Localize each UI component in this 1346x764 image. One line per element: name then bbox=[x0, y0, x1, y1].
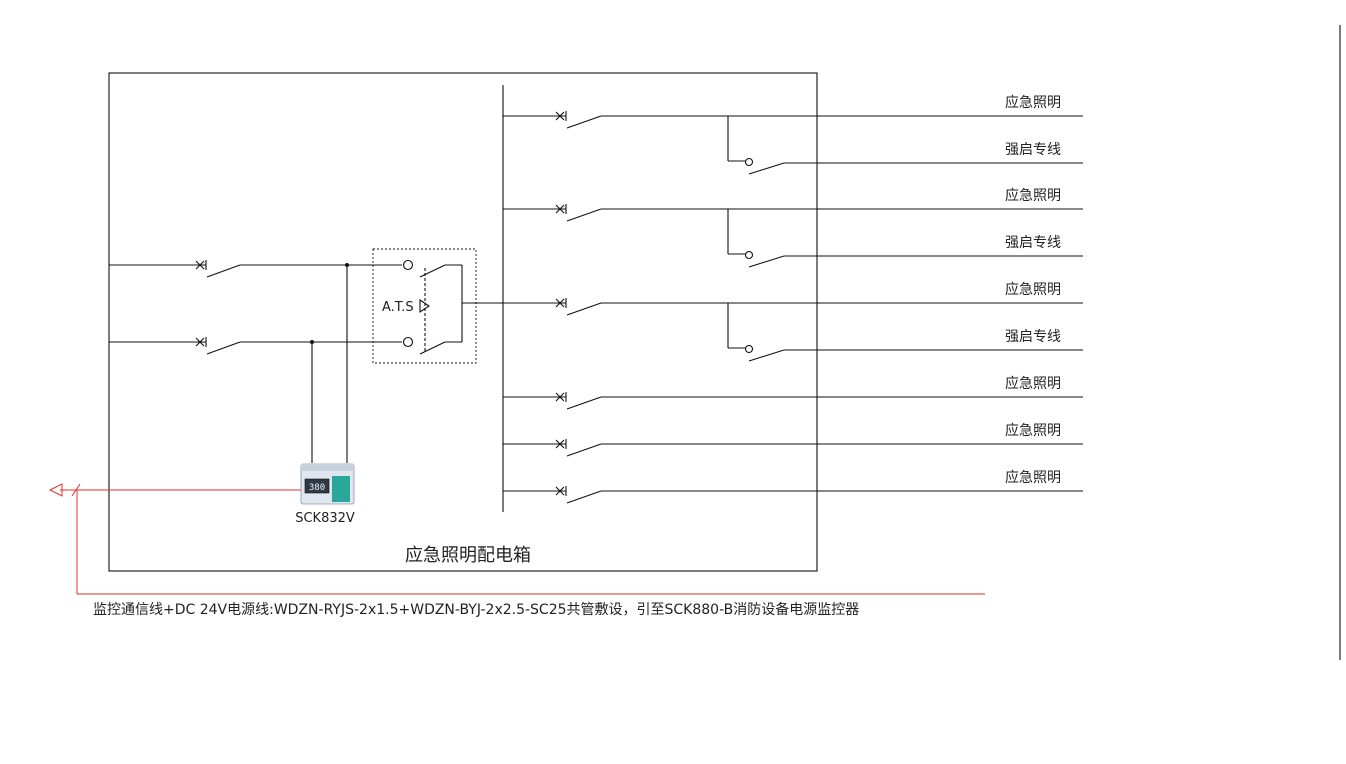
distribution-box bbox=[108, 72, 818, 572]
circuit-label: 应急照明 bbox=[1005, 469, 1061, 486]
circuit-3: 应急照明 bbox=[503, 187, 1083, 222]
circuit-label: 应急照明 bbox=[1005, 375, 1061, 392]
monitor-model: SCK832V bbox=[295, 511, 355, 526]
signal-cable bbox=[48, 483, 985, 595]
circuit-5: 应急照明 bbox=[503, 281, 1083, 316]
circuit-7: 应急照明 bbox=[503, 375, 1083, 410]
circuit-label: 应急照明 bbox=[1005, 94, 1061, 111]
monitor-display: 380 bbox=[309, 483, 325, 493]
ats-switch: A.T.S bbox=[372, 248, 503, 364]
circuit-4: 强启专线 bbox=[727, 209, 1083, 268]
incoming-feeder-1 bbox=[109, 260, 402, 278]
circuit-label: 应急照明 bbox=[1005, 281, 1061, 298]
circuit-label: 应急照明 bbox=[1005, 422, 1061, 439]
circuit-1: 应急照明 bbox=[503, 94, 1083, 129]
incoming-feeder-2 bbox=[109, 337, 402, 355]
circuit-label: 强启专线 bbox=[1005, 329, 1061, 345]
circuit-9: 应急照明 bbox=[503, 469, 1083, 504]
circuit-6: 强启专线 bbox=[727, 303, 1083, 362]
box-title: 应急照明配电箱 bbox=[405, 545, 531, 566]
circuit-label: 应急照明 bbox=[1005, 187, 1061, 204]
circuit-label: 强启专线 bbox=[1005, 142, 1061, 158]
cable-note: 监控通信线+DC 24V电源线:WDZN-RYJS-2x1.5+WDZN-BYJ… bbox=[93, 601, 859, 618]
ats-label: A.T.S bbox=[382, 300, 414, 315]
circuit-8: 应急照明 bbox=[503, 422, 1083, 457]
circuit-2: 强启专线 bbox=[727, 116, 1083, 175]
monitor-wiring bbox=[311, 265, 348, 463]
monitor-device: 380 SCK832V bbox=[295, 463, 355, 526]
circuit-label: 强启专线 bbox=[1005, 235, 1061, 251]
